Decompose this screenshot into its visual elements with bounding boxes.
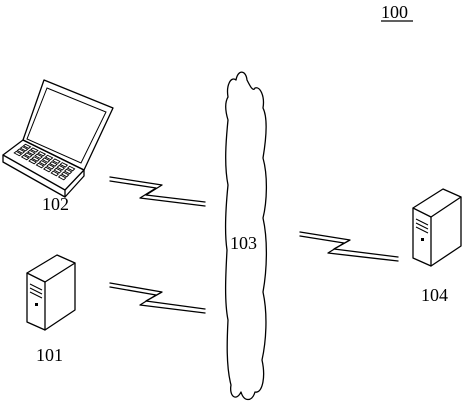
laptop-key	[56, 164, 66, 171]
laptop-key	[49, 161, 58, 167]
laptop-icon	[2, 79, 114, 198]
laptop-key	[43, 166, 52, 173]
laptop-key	[52, 158, 61, 164]
figure-label-text: 100	[381, 2, 408, 22]
server-right-bay-2	[415, 222, 429, 230]
server-left-bay-1	[29, 283, 43, 291]
laptop-key	[13, 150, 23, 157]
laptop-label: 102	[42, 194, 69, 214]
cloud-icon	[224, 71, 268, 401]
laptop-key	[22, 143, 32, 149]
server-right-front	[412, 207, 432, 267]
laptop-key	[35, 162, 45, 169]
laptop-key	[41, 157, 51, 163]
server-left-bay-2	[29, 287, 43, 295]
laptop-base	[2, 139, 85, 191]
laptop-key	[46, 163, 55, 170]
cloud-label: 103	[230, 233, 257, 253]
server-right-top	[412, 188, 462, 218]
server-right-bay-3	[415, 226, 429, 234]
server-right-bay-1	[415, 218, 429, 226]
laptop-key	[53, 167, 63, 174]
laptop-key	[34, 153, 44, 160]
figure-label: 100	[381, 2, 413, 22]
server-right-icon	[412, 188, 462, 267]
laptop-key	[16, 148, 26, 154]
laptop-base-side	[64, 169, 85, 198]
laptop-keyboard	[13, 143, 76, 181]
laptop-key	[57, 174, 67, 181]
laptop-key	[30, 147, 39, 153]
wireless-link-101-103	[109, 282, 206, 314]
server-right-label: 104	[421, 285, 448, 305]
server-right-led	[421, 238, 424, 241]
laptop-key	[63, 168, 73, 175]
laptop-base-edge	[2, 154, 66, 198]
server-left-front	[26, 272, 46, 331]
laptop-key	[60, 171, 70, 178]
server-right-side	[430, 196, 462, 267]
server-left-side	[44, 262, 76, 331]
laptop-key	[37, 151, 47, 157]
laptop-key	[38, 160, 48, 166]
wireless-link-102-103	[109, 176, 206, 207]
server-left-icon	[26, 254, 76, 331]
server-left-label: 101	[36, 345, 63, 365]
laptop-key	[19, 146, 29, 152]
laptop-key	[20, 154, 30, 161]
server-left-bay-3	[29, 291, 43, 299]
laptop-key	[44, 154, 54, 161]
laptop-screen-inner	[26, 87, 107, 164]
laptop-key	[31, 156, 41, 162]
laptop-key	[59, 162, 69, 168]
laptop-key	[23, 152, 33, 158]
cloud-outline	[224, 71, 268, 401]
server-left-top	[26, 254, 76, 283]
laptop-key	[50, 170, 60, 177]
server-left-led	[35, 303, 38, 306]
wireless-link-104-103	[299, 231, 399, 262]
laptop-key	[26, 149, 36, 156]
laptop-key	[66, 165, 76, 172]
laptop-key	[28, 158, 37, 165]
